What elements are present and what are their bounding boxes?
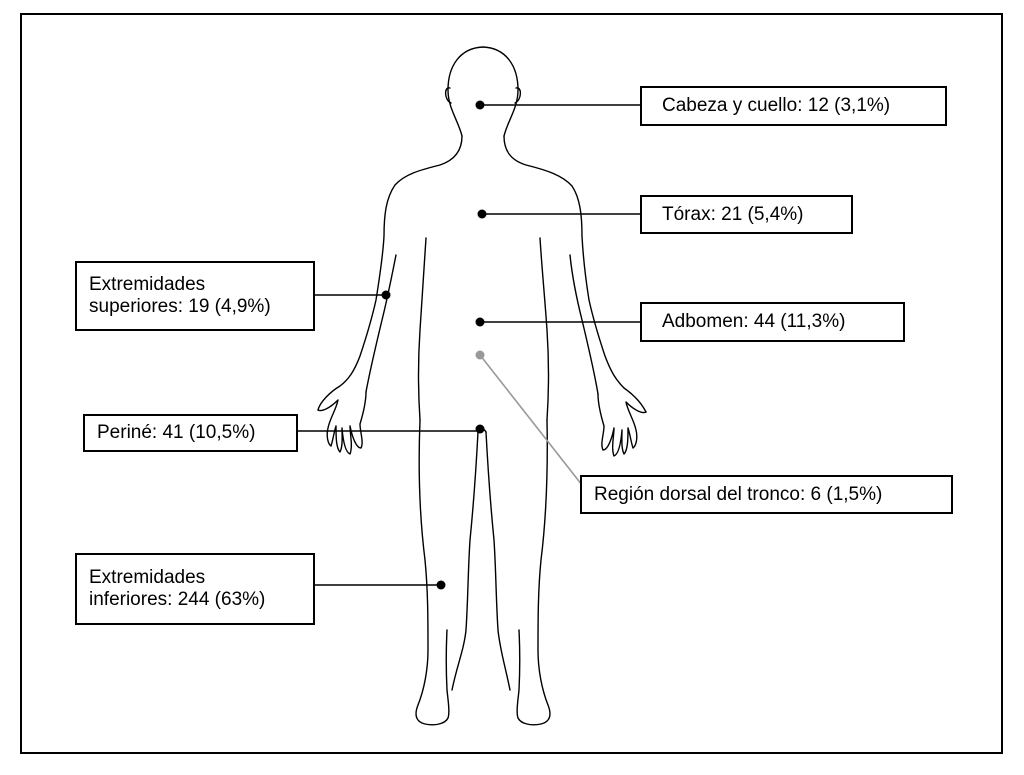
dot-lower-ext xyxy=(436,580,446,590)
body-outline xyxy=(317,46,647,726)
dot-thorax xyxy=(477,209,487,219)
label-head-neck: Cabeza y cuello: 12 (3,1%) xyxy=(640,86,947,126)
label-perineum: Periné: 41 (10,5%) xyxy=(83,414,298,452)
label-thorax: Tórax: 21 (5,4%) xyxy=(640,195,853,234)
dot-head-neck xyxy=(475,100,485,110)
label-perineum-text: Periné: 41 (10,5%) xyxy=(97,422,256,443)
label-thorax-text: Tórax: 21 (5,4%) xyxy=(662,203,804,225)
label-abdomen-text: Adbomen: 44 (11,3%) xyxy=(662,311,846,332)
dot-upper-ext xyxy=(381,290,391,300)
label-upper-ext-line1: Extremidades xyxy=(89,274,206,295)
label-upper-extremities: Extremidades superiores: 19 (4,9%) xyxy=(75,261,315,331)
label-dorsal-text: Región dorsal del tronco: 6 (1,5%) xyxy=(594,483,883,505)
label-upper-ext-line2: superiores: 19 (4,9%) xyxy=(89,296,271,317)
dot-dorsal xyxy=(475,350,485,360)
label-head-neck-text: Cabeza y cuello: 12 (3,1%) xyxy=(662,95,891,116)
dot-perineum xyxy=(475,424,485,434)
label-lower-ext-line1: Extremidades xyxy=(89,567,206,588)
diagram-frame xyxy=(20,13,1003,754)
label-dorsal-trunk: Región dorsal del tronco: 6 (1,5%) xyxy=(580,475,953,514)
label-lower-extremities: Extremidades inferiores: 244 (63%) xyxy=(75,553,315,625)
marker-dots xyxy=(381,100,487,590)
connector-lines xyxy=(297,104,641,586)
label-abdomen: Adbomen: 44 (11,3%) xyxy=(640,302,905,342)
connector-dorsal xyxy=(479,354,583,486)
label-lower-ext-line2: inferiores: 244 (63%) xyxy=(89,589,266,610)
dot-abdomen xyxy=(475,317,485,327)
